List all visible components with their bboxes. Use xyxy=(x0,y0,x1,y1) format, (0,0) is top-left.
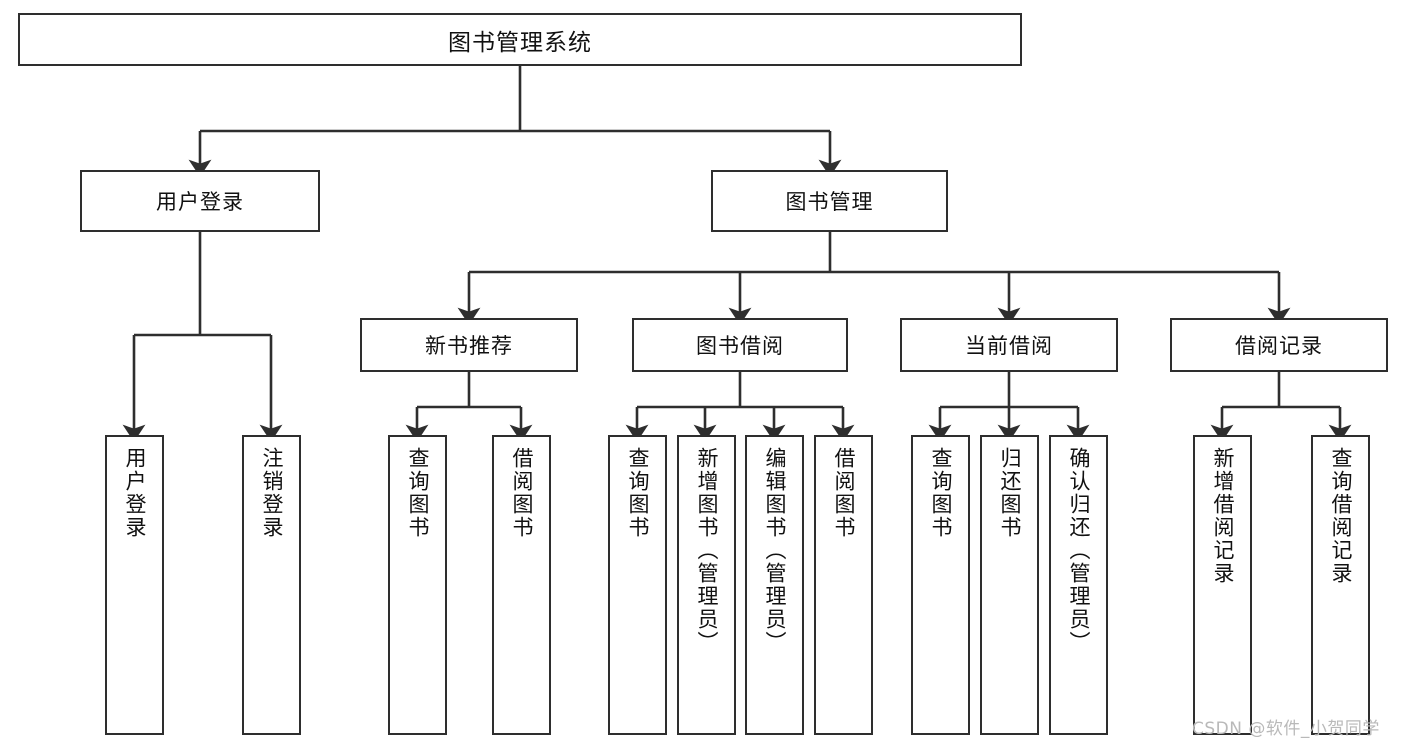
leaf-borrow-book-2-label: 借阅图书 xyxy=(832,447,856,539)
csdn-watermark: CSDN @软件_小贺同学 xyxy=(1192,719,1380,739)
node-new-book-rec-label: 新书推荐 xyxy=(425,334,513,358)
leaf-user-logout-label: 注销登录 xyxy=(260,447,284,539)
leaf-query-book-2-label: 查询图书 xyxy=(626,447,650,539)
leaf-confirm-return-label: 确认归还（管理员） xyxy=(1067,447,1091,654)
leaf-query-book-1[interactable]: 查询图书 xyxy=(388,435,447,735)
leaf-query-book-2[interactable]: 查询图书 xyxy=(608,435,667,735)
leaf-query-record-label: 查询借阅记录 xyxy=(1329,447,1353,585)
leaf-edit-book[interactable]: 编辑图书（管理员） xyxy=(745,435,804,735)
node-book-manage[interactable]: 图书管理 xyxy=(711,170,948,232)
leaf-add-record-label: 新增借阅记录 xyxy=(1211,447,1235,585)
node-borrow-record[interactable]: 借阅记录 xyxy=(1170,318,1388,372)
node-book-borrow[interactable]: 图书借阅 xyxy=(632,318,848,372)
node-current-borrow[interactable]: 当前借阅 xyxy=(900,318,1118,372)
node-new-book-rec[interactable]: 新书推荐 xyxy=(360,318,578,372)
leaf-add-record[interactable]: 新增借阅记录 xyxy=(1193,435,1252,735)
leaf-add-book[interactable]: 新增图书（管理员） xyxy=(677,435,736,735)
leaf-borrow-book-2[interactable]: 借阅图书 xyxy=(814,435,873,735)
node-user-login[interactable]: 用户登录 xyxy=(80,170,320,232)
leaf-query-book-3[interactable]: 查询图书 xyxy=(911,435,970,735)
node-book-borrow-label: 图书借阅 xyxy=(696,334,784,358)
leaf-confirm-return[interactable]: 确认归还（管理员） xyxy=(1049,435,1108,735)
node-current-borrow-label: 当前借阅 xyxy=(965,334,1053,358)
node-borrow-record-label: 借阅记录 xyxy=(1235,334,1323,358)
node-root[interactable]: 图书管理系统 xyxy=(18,13,1022,66)
leaf-borrow-book-1-label: 借阅图书 xyxy=(510,447,534,539)
leaf-borrow-book-1[interactable]: 借阅图书 xyxy=(492,435,551,735)
leaf-add-book-label: 新增图书（管理员） xyxy=(695,447,719,654)
leaf-query-book-3-label: 查询图书 xyxy=(929,447,953,539)
leaf-user-logout[interactable]: 注销登录 xyxy=(242,435,301,735)
leaf-query-book-1-label: 查询图书 xyxy=(406,447,430,539)
leaf-return-book[interactable]: 归还图书 xyxy=(980,435,1039,735)
node-book-manage-label: 图书管理 xyxy=(785,190,874,214)
node-root-label: 图书管理系统 xyxy=(448,29,592,56)
leaf-user-login-label: 用户登录 xyxy=(123,447,147,539)
leaf-return-book-label: 归还图书 xyxy=(998,447,1022,539)
leaf-user-login[interactable]: 用户登录 xyxy=(105,435,164,735)
node-user-login-label: 用户登录 xyxy=(156,190,244,214)
leaf-query-record[interactable]: 查询借阅记录 xyxy=(1311,435,1370,735)
leaf-edit-book-label: 编辑图书（管理员） xyxy=(763,447,787,654)
